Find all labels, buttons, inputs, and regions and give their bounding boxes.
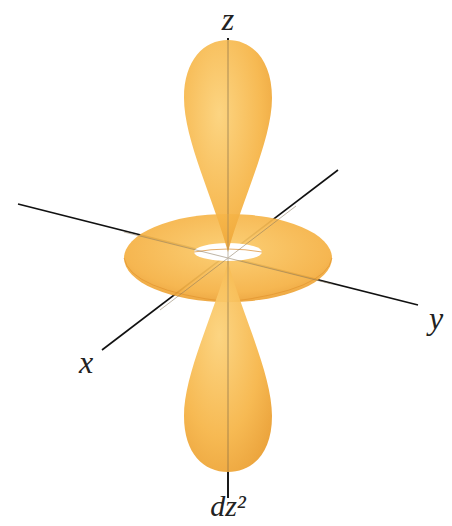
axis-label: y [429, 302, 443, 334]
axis-label: z [222, 3, 234, 35]
axis-label: x [79, 346, 93, 378]
orbital-name: dz² [210, 491, 246, 521]
axis-ends [227, 38, 229, 498]
axis-ghost [124, 40, 332, 472]
axes [18, 38, 418, 498]
